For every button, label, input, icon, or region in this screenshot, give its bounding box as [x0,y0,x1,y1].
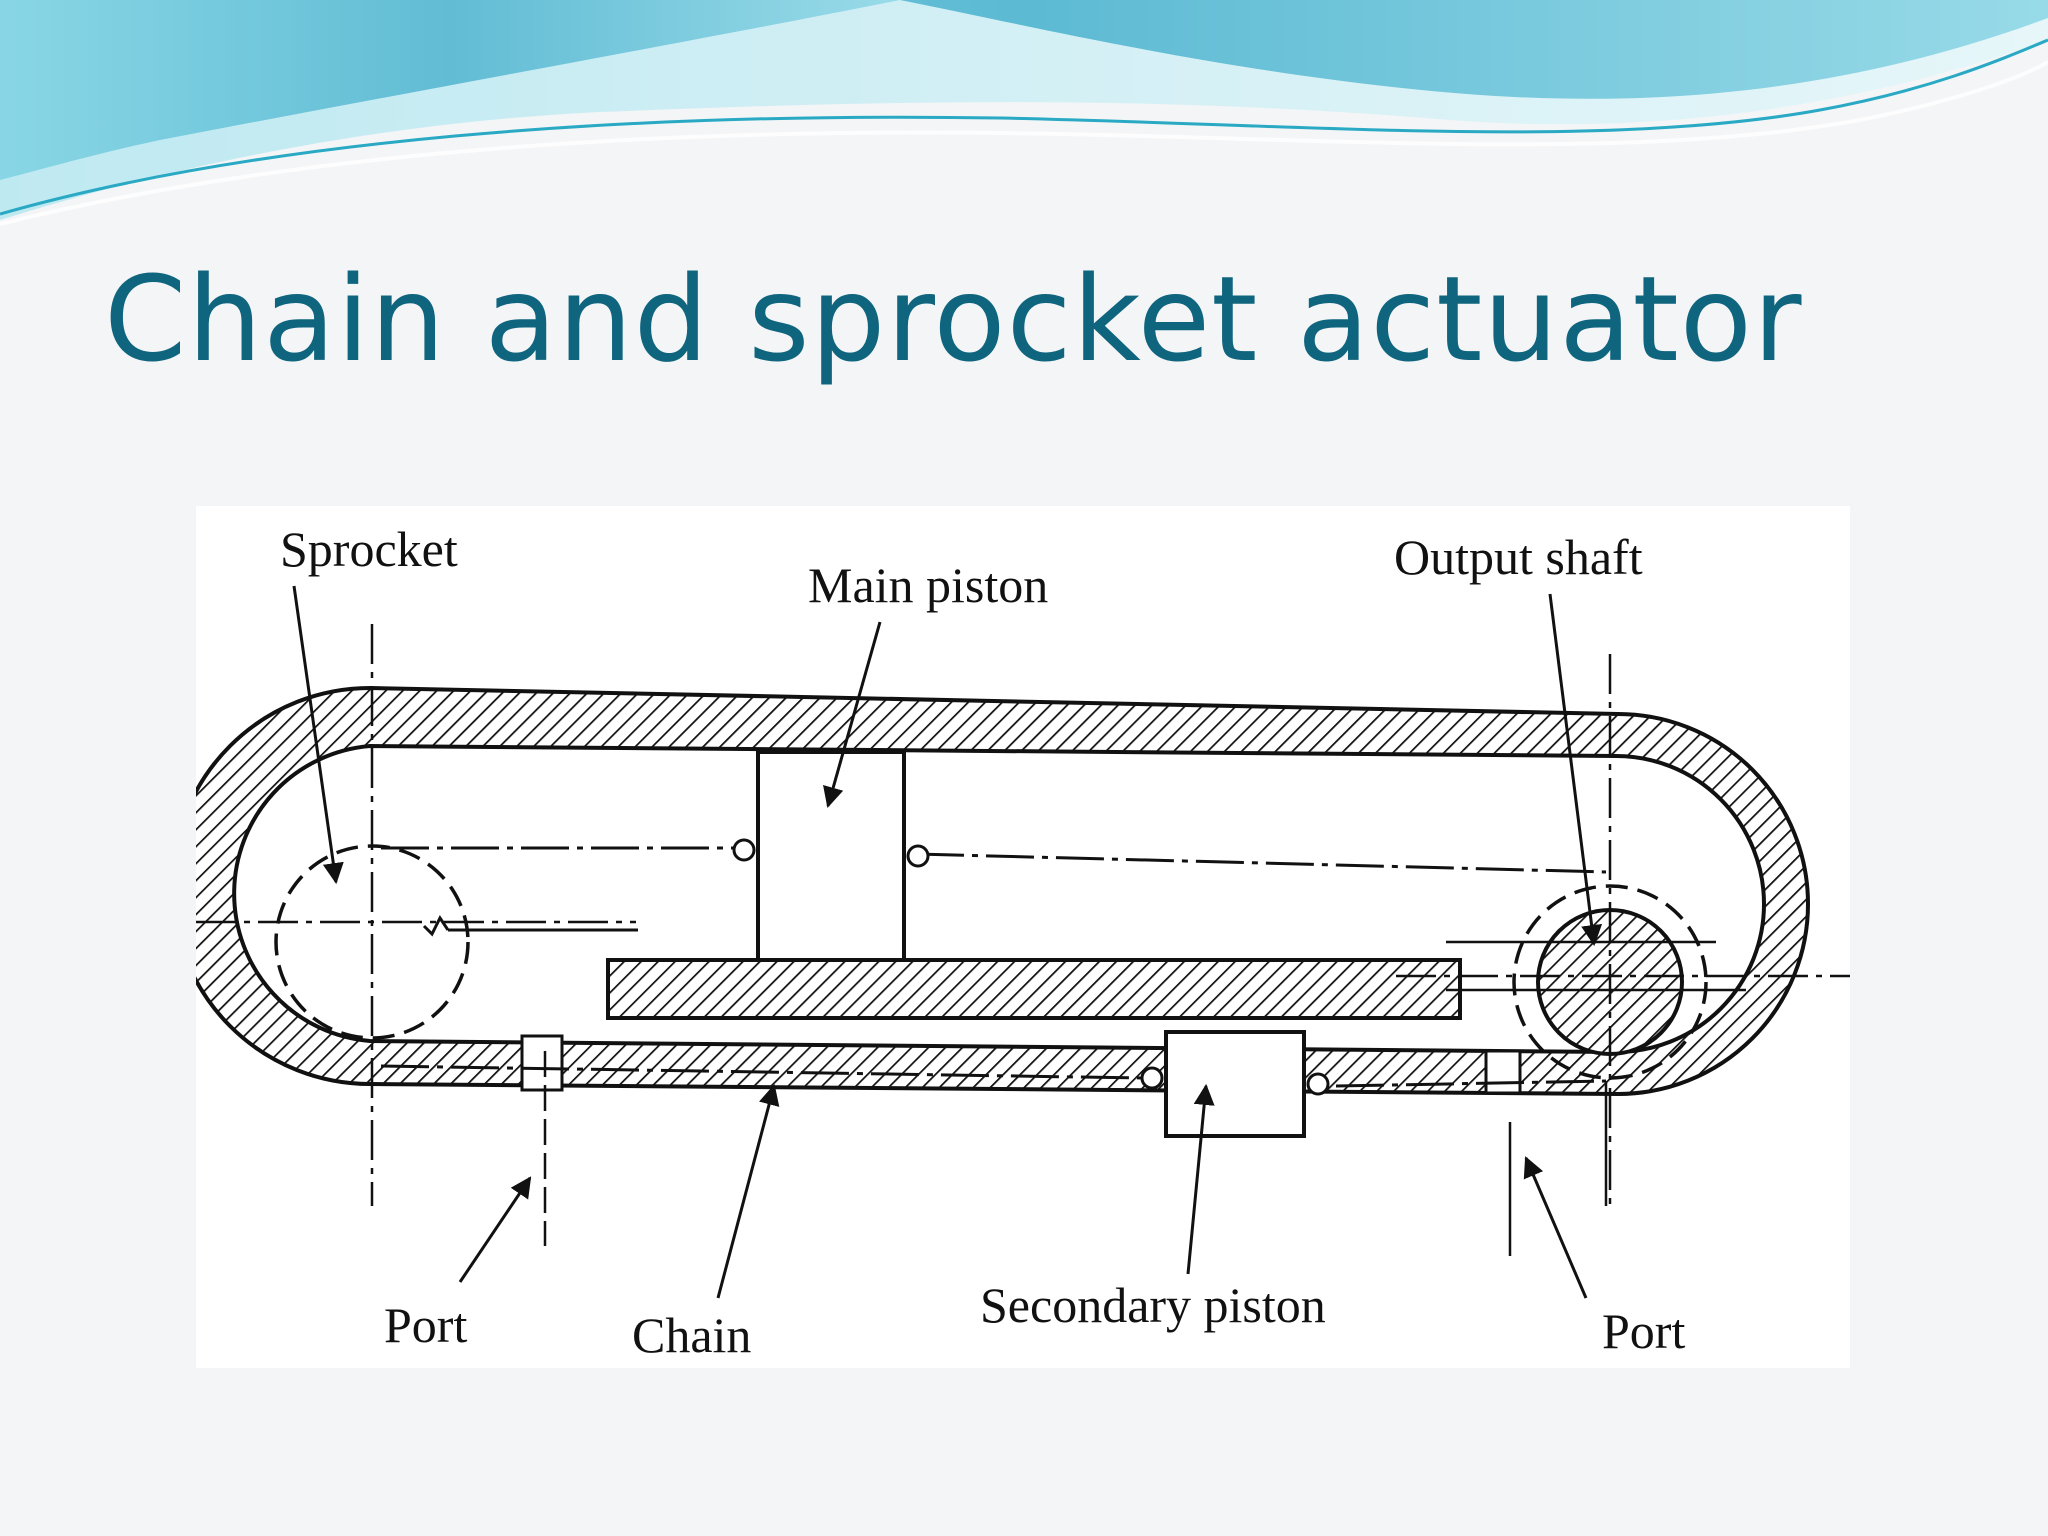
label-port-right: Port [1602,1303,1686,1359]
label-chain: Chain [632,1307,752,1363]
secondary-piston [1140,1030,1330,1138]
label-output-shaft: Output shaft [1394,529,1643,585]
output-shaft [1396,654,1850,1256]
actuator-diagram: Sprocket Main piston Output shaft Port C… [196,506,1850,1368]
callout-arrows [292,585,1603,1299]
main-piston [732,750,930,964]
chain-line [380,846,1608,1206]
rack-bar [606,958,1462,1020]
label-secondary-piston: Secondary piston [980,1277,1326,1333]
header-wave-decoration [0,0,2048,226]
label-port-left: Port [384,1297,468,1353]
label-main-piston: Main piston [808,557,1049,613]
label-sprocket: Sprocket [280,521,458,577]
slide-title: Chain and sprocket actuator [104,250,1803,388]
left-port-opening [520,1034,564,1092]
actuator-casing [196,685,1810,1097]
sprocket-wheel [196,624,638,1246]
right-port-opening [1484,1049,1522,1095]
